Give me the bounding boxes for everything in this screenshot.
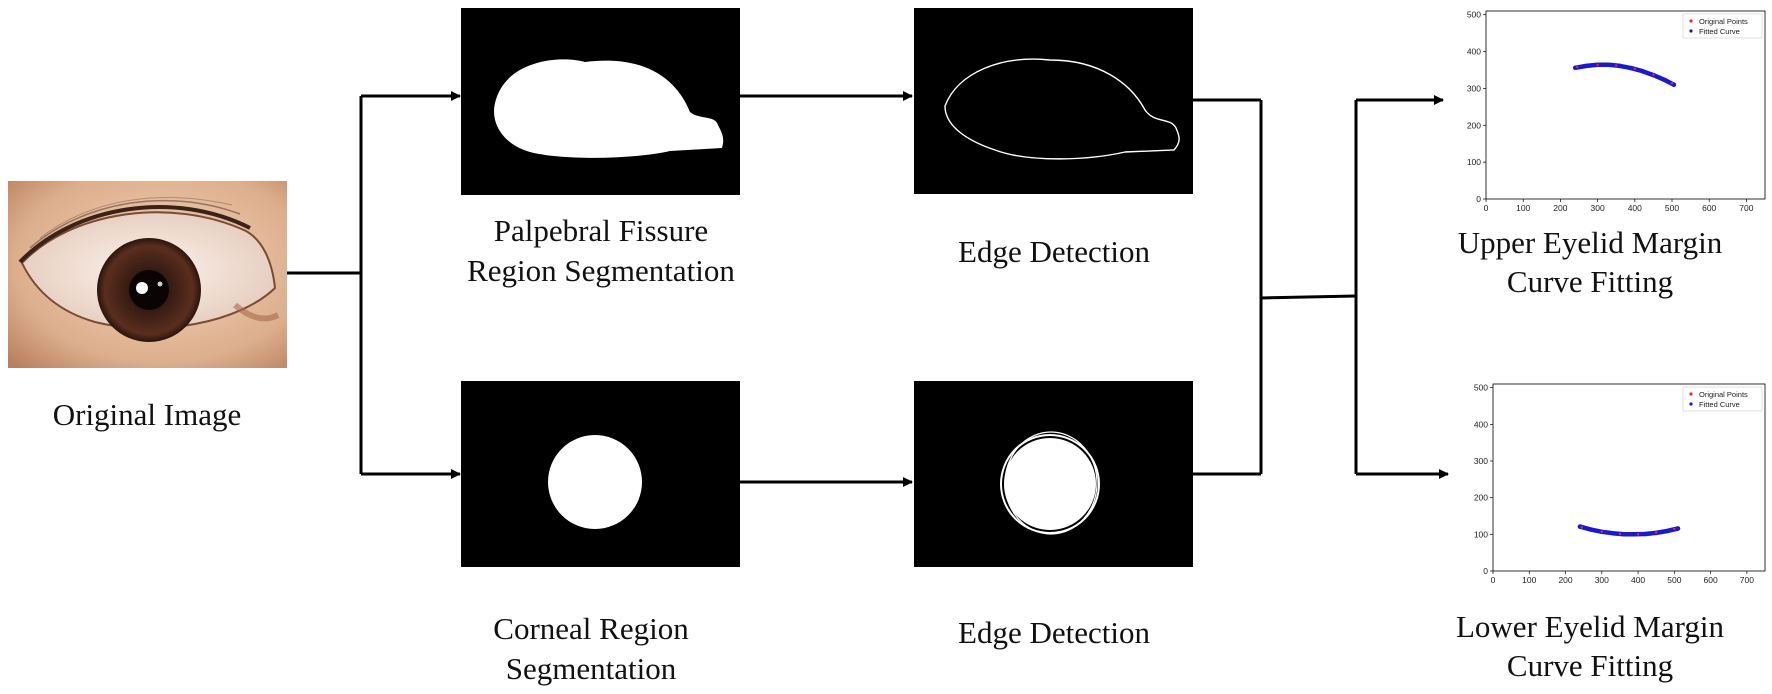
legend-marker-original bbox=[1689, 392, 1693, 396]
original-point bbox=[1636, 533, 1640, 536]
x-tick-label: 200 bbox=[1558, 575, 1572, 585]
label-edge-top: Edge Detection bbox=[958, 234, 1150, 269]
label-upper-line2: Curve Fitting bbox=[1507, 264, 1673, 299]
original-point bbox=[1618, 532, 1622, 536]
corneal-mask-image bbox=[461, 381, 740, 567]
y-tick-label: 300 bbox=[1474, 456, 1488, 466]
label-edge-bottom: Edge Detection bbox=[958, 615, 1150, 650]
y-tick-label: 500 bbox=[1474, 383, 1488, 393]
fitted-curve-line bbox=[1573, 62, 1677, 87]
flow-connectors bbox=[287, 91, 1449, 487]
label-corneal-line2: Segmentation bbox=[506, 651, 677, 686]
y-tick-label: 100 bbox=[1467, 157, 1481, 167]
legend-box bbox=[1682, 13, 1763, 39]
x-tick-label: 600 bbox=[1704, 575, 1718, 585]
fitted-curve-point bbox=[1610, 531, 1615, 536]
label-palpebral-line1: Palpebral Fissure bbox=[494, 213, 708, 248]
x-tick-label: 700 bbox=[1739, 203, 1753, 213]
legend-marker-original bbox=[1689, 19, 1693, 23]
x-tick-label: 300 bbox=[1595, 575, 1609, 585]
label-corneal-line1: Corneal Region bbox=[493, 611, 689, 646]
x-tick-label: 100 bbox=[1522, 575, 1536, 585]
fitted-curve-point bbox=[1643, 531, 1648, 537]
y-tick-label: 400 bbox=[1467, 47, 1481, 57]
legend-box bbox=[1682, 386, 1763, 412]
original-point bbox=[1652, 73, 1655, 76]
fitted-curve-point bbox=[1617, 63, 1623, 69]
y-tick-label: 300 bbox=[1467, 83, 1481, 93]
label-palpebral-line2: Region Segmentation bbox=[467, 253, 735, 288]
original-point bbox=[1670, 82, 1674, 85]
label-upper-line1: Upper Eyelid Margin bbox=[1458, 225, 1723, 260]
x-tick-label: 700 bbox=[1740, 575, 1754, 585]
original-point bbox=[1615, 64, 1618, 67]
legend-marker-fitted bbox=[1689, 29, 1693, 33]
fitted-curve-point bbox=[1662, 77, 1667, 83]
original-point bbox=[1580, 526, 1584, 529]
legend-label-original: Original Points bbox=[1699, 390, 1748, 399]
y-tick-label: 100 bbox=[1474, 529, 1488, 539]
fitted-curve-point bbox=[1588, 527, 1594, 532]
fitted-curve-point bbox=[1621, 532, 1626, 537]
x-tick-label: 400 bbox=[1628, 203, 1642, 213]
x-tick-label: 600 bbox=[1702, 203, 1716, 213]
plot-frame bbox=[1485, 10, 1766, 200]
fitted-curve-point bbox=[1628, 65, 1634, 71]
fitted-curve-point bbox=[1675, 526, 1681, 531]
x-tick-label: 500 bbox=[1665, 203, 1679, 213]
original-point bbox=[1673, 527, 1676, 531]
y-tick-label: 200 bbox=[1474, 493, 1488, 503]
y-tick-label: 0 bbox=[1476, 194, 1481, 204]
y-tick-label: 400 bbox=[1474, 419, 1488, 429]
edge-lower-image bbox=[914, 381, 1193, 567]
y-tick-label: 200 bbox=[1467, 120, 1481, 130]
fitted-curve-point bbox=[1640, 68, 1645, 74]
y-tick-label: 0 bbox=[1483, 566, 1488, 576]
original-eye-image bbox=[8, 181, 287, 368]
original-point bbox=[1575, 65, 1579, 69]
edge-upper-image bbox=[914, 8, 1193, 194]
x-tick-label: 100 bbox=[1516, 203, 1530, 213]
y-tick-label: 500 bbox=[1467, 10, 1481, 20]
x-tick-label: 0 bbox=[1491, 575, 1496, 585]
x-tick-label: 0 bbox=[1484, 203, 1489, 213]
legend-marker-fitted bbox=[1689, 402, 1693, 406]
original-point bbox=[1655, 531, 1658, 534]
fitted-curve-point bbox=[1606, 62, 1611, 68]
x-tick-label: 500 bbox=[1667, 575, 1681, 585]
legend-label-original: Original Points bbox=[1699, 17, 1748, 26]
original-point bbox=[1600, 530, 1604, 533]
fitted-curve-point bbox=[1584, 63, 1589, 69]
label-original-image: Original Image bbox=[53, 397, 242, 432]
plot-frame bbox=[1492, 383, 1766, 572]
original-point bbox=[1596, 63, 1599, 67]
x-tick-label: 400 bbox=[1631, 575, 1645, 585]
palpebral-mask-image bbox=[461, 8, 740, 195]
label-lower-line1: Lower Eyelid Margin bbox=[1456, 609, 1725, 644]
legend-label-fitted: Fitted Curve bbox=[1699, 27, 1740, 36]
label-lower-line2: Curve Fitting bbox=[1507, 648, 1673, 683]
legend-label-fitted: Fitted Curve bbox=[1699, 400, 1740, 409]
x-tick-label: 300 bbox=[1591, 203, 1605, 213]
fitted-curve-line bbox=[1577, 524, 1681, 537]
original-point bbox=[1633, 67, 1637, 71]
x-tick-label: 200 bbox=[1553, 203, 1567, 213]
fitted-curve-point bbox=[1632, 532, 1637, 537]
fitted-curve-point bbox=[1664, 528, 1670, 534]
